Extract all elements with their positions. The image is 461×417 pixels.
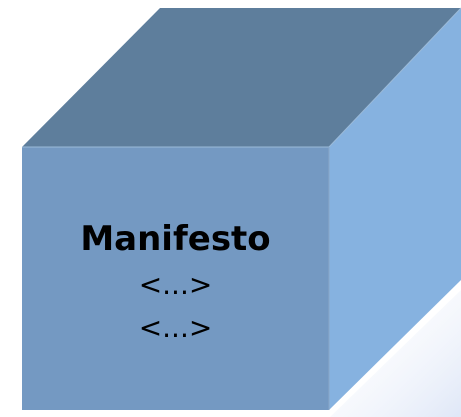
manifesto-title: Manifesto — [80, 219, 271, 260]
cube-label: Manifesto <...> <...> — [22, 147, 329, 410]
cube-side-face — [329, 8, 461, 410]
cube-top-face — [22, 8, 461, 147]
manifesto-line-2: <...> — [138, 311, 213, 345]
manifesto-line-1: <...> — [138, 268, 213, 302]
cube-front-face — [22, 147, 329, 410]
corner-glow — [330, 290, 461, 417]
